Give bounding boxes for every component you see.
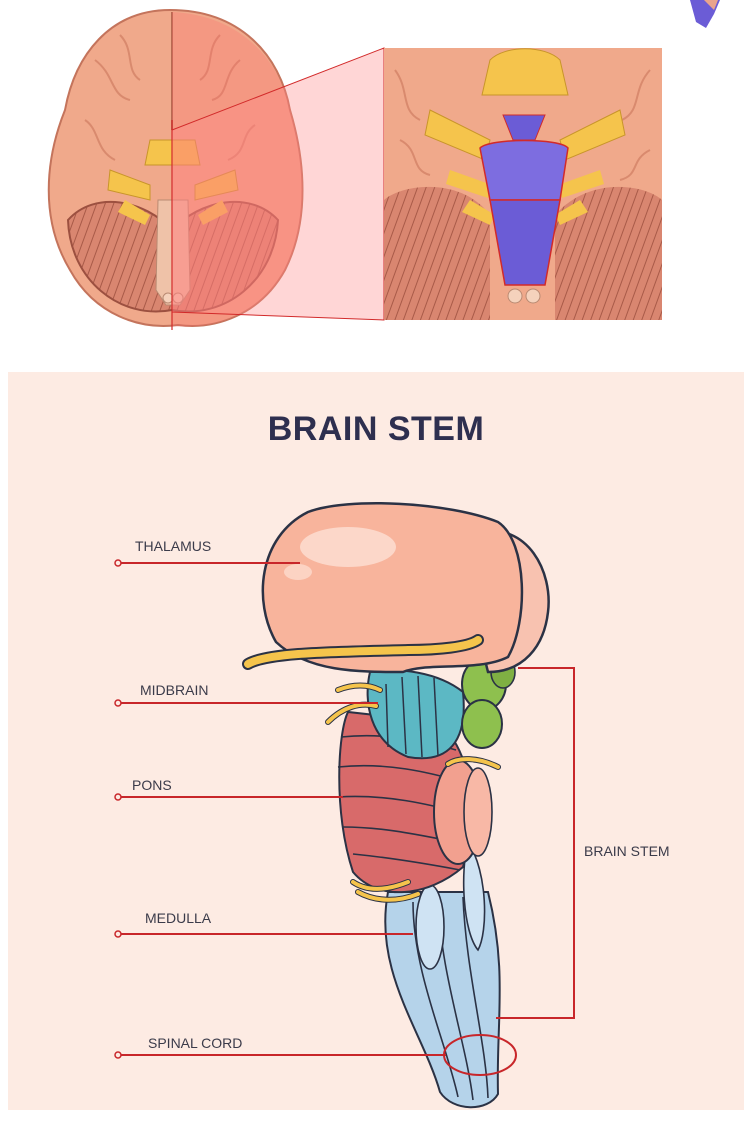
label-thalamus: THALAMUS: [135, 538, 212, 554]
leader-endpoints: [114, 559, 122, 1059]
pons: [337, 710, 493, 893]
thalamus: [242, 502, 550, 674]
label-midbrain: MIDBRAIN: [140, 682, 209, 698]
brain-stem-bracket: [496, 667, 575, 1019]
midbrain: [366, 669, 465, 760]
corner-brainstem-fragment: [690, 0, 720, 28]
brain-stem-illustration: [114, 502, 575, 1109]
label-medulla: MEDULLA: [145, 910, 212, 926]
medulla-and-spinal-cord: [384, 840, 501, 1109]
zoom-inset-brainstem-highlight: [384, 48, 662, 320]
label-brain-stem: BRAIN STEM: [584, 843, 670, 859]
spinal-cord-highlight-ring: [443, 1034, 517, 1076]
diagram-title: BRAIN STEM: [267, 410, 485, 448]
brain-inferior-view-illustration: [47, 0, 720, 330]
cranial-nerves: [325, 682, 501, 903]
label-pons: PONS: [132, 777, 172, 793]
leader-lines: [118, 562, 575, 1056]
brain-stem-diagram-panel: BRAIN STEM: [8, 372, 744, 1110]
label-spinal-cord: SPINAL CORD: [148, 1035, 243, 1051]
